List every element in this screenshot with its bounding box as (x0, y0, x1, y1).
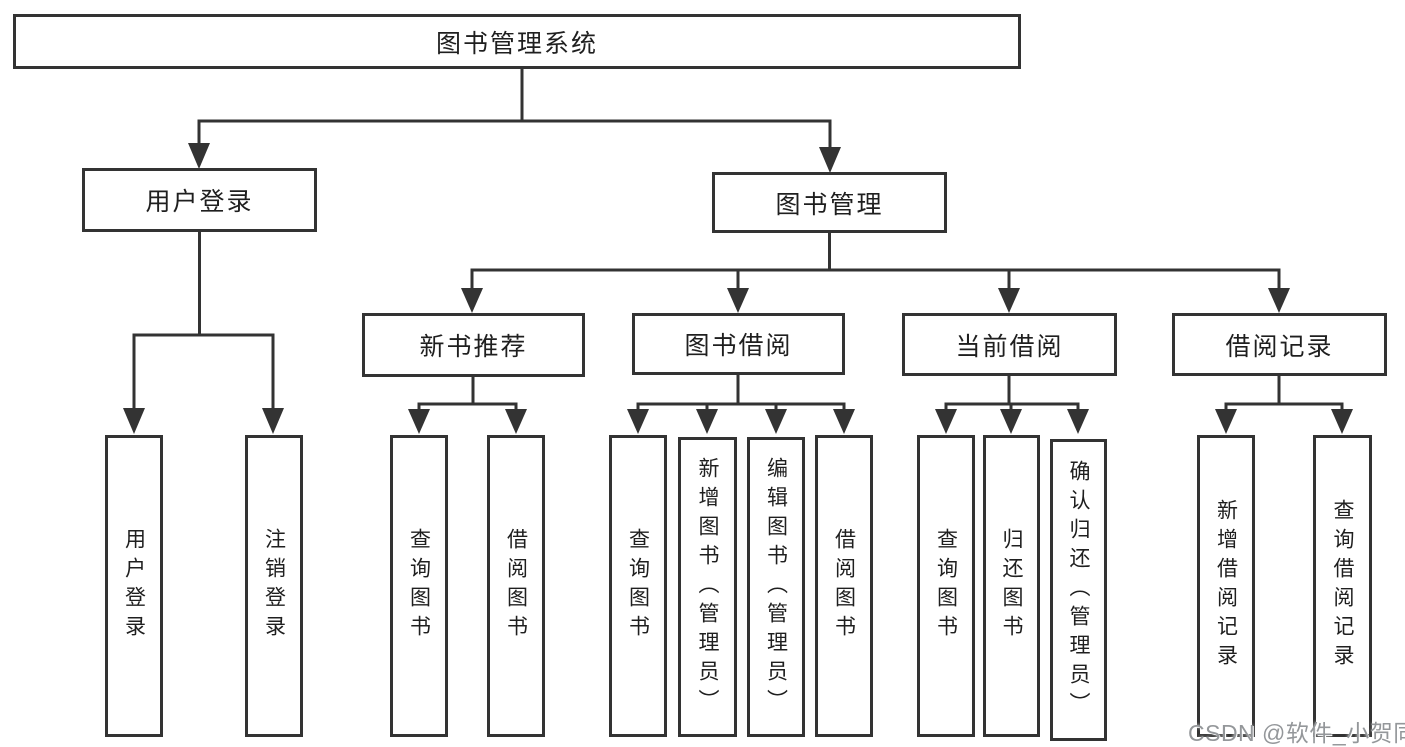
leaf-return-book-label: 归还图书 (1000, 528, 1023, 644)
watermark: CSDN @软件_小贺同学 (1188, 720, 1405, 746)
branch-root (188, 68, 841, 173)
leaf-query-borrow-record: 查询借阅记录 (1313, 435, 1372, 737)
leaf-query-books-1-label: 查询图书 (407, 528, 431, 644)
leaf-query-books-3-label: 查询图书 (934, 528, 958, 644)
leaf-confirm-return-admin: 确认归还（管理员） (1050, 439, 1107, 741)
branch-book-borrow (627, 374, 855, 434)
leaf-return-book: 归还图书 (983, 435, 1040, 737)
leaf-add-book-admin-label: 新增图书（管理员） (696, 456, 719, 718)
leaf-confirm-return-admin-label: 确认归还（管理员） (1067, 459, 1090, 721)
leaf-add-borrow-record: 新增借阅记录 (1197, 435, 1255, 737)
leaf-query-books-2: 查询图书 (609, 435, 667, 737)
leaf-query-books-2-label: 查询图书 (626, 528, 650, 644)
leaf-borrow-books-2: 借阅图书 (815, 435, 873, 737)
node-user-login: 用户登录 (82, 168, 317, 232)
leaf-edit-book-admin-label: 编辑图书（管理员） (764, 456, 788, 718)
node-book-borrow: 图书借阅 (632, 313, 845, 375)
branch-new-books (408, 377, 527, 434)
node-new-book-recommend: 新书推荐 (362, 313, 585, 377)
leaf-query-borrow-record-label: 查询借阅记录 (1331, 499, 1354, 673)
leaf-logout-label: 注销登录 (262, 528, 286, 644)
node-borrow-records: 借阅记录 (1172, 313, 1387, 376)
leaf-query-books-3: 查询图书 (917, 435, 975, 737)
node-book-management: 图书管理 (712, 172, 947, 233)
leaf-logout: 注销登录 (245, 435, 303, 737)
leaf-borrow-books-1: 借阅图书 (487, 435, 545, 737)
leaf-borrow-books-2-label: 借阅图书 (832, 528, 856, 644)
branch-user-login (123, 232, 284, 434)
leaf-user-login-label: 用户登录 (122, 528, 146, 644)
node-current-borrow: 当前借阅 (902, 313, 1117, 376)
branch-book-management (461, 233, 1290, 313)
leaf-user-login: 用户登录 (105, 435, 163, 737)
leaf-borrow-books-1-label: 借阅图书 (504, 528, 528, 644)
leaf-edit-book-admin: 编辑图书（管理员） (747, 437, 805, 737)
leaf-add-borrow-record-label: 新增借阅记录 (1214, 499, 1238, 673)
node-library-system: 图书管理系统 (13, 14, 1021, 69)
leaf-add-book-admin: 新增图书（管理员） (678, 437, 737, 737)
leaf-query-books-1: 查询图书 (390, 435, 448, 737)
branch-borrow-records (1215, 376, 1353, 434)
branch-current-borrow (935, 376, 1089, 434)
